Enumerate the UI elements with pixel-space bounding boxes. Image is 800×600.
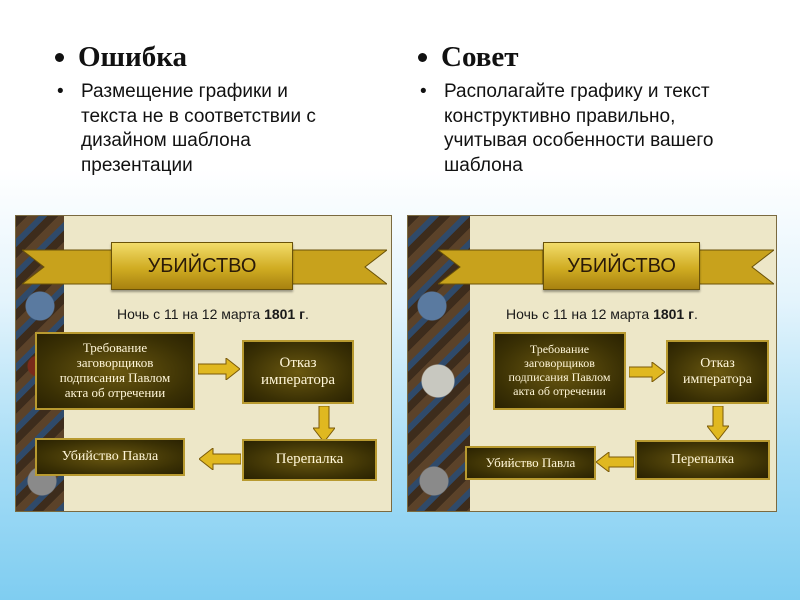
slide-title-banner: УБИЙСТВО <box>543 242 700 290</box>
error-line: дизайном шаблона <box>81 130 251 152</box>
box-murder: Убийство Павла <box>465 446 596 480</box>
bullet-icon: • <box>57 80 64 102</box>
bullet-icon: • <box>420 80 427 102</box>
error-column: Ошибка • Размещение графики и текста не … <box>55 41 385 179</box>
error-heading: Ошибка <box>55 41 385 74</box>
error-line: текста не в соответствии с <box>81 105 316 127</box>
ribbon-banner-icon <box>438 249 774 285</box>
arrow-right-icon <box>629 362 665 382</box>
box-quarrel: Перепалка <box>635 440 770 480</box>
slide-thumbnail-advice: УБИЙСТВО Ночь с 11 на 12 марта 1801 г. Т… <box>407 215 777 512</box>
advice-line: конструктивно правильно, <box>444 105 676 127</box>
advice-text: • Располагайте графику и текст конструкт… <box>418 80 778 179</box>
advice-column: Совет • Располагайте графику и текст кон… <box>418 41 778 179</box>
arrow-left-icon <box>199 448 241 470</box>
advice-heading: Совет <box>418 41 778 74</box>
slide-subtitle: Ночь с 11 на 12 марта 1801 г. <box>117 306 309 322</box>
box-demand: Требование заговорщиков подписания Павло… <box>35 332 195 410</box>
slide-title-banner: УБИЙСТВО <box>111 242 293 290</box>
error-line: презентации <box>81 154 193 176</box>
box-quarrel: Перепалка <box>242 439 377 481</box>
box-murder: Убийство Павла <box>35 438 185 476</box>
arrow-down-icon <box>313 406 335 442</box>
box-refusal: Отказ императора <box>666 340 769 404</box>
advice-line: шаблона <box>444 154 523 176</box>
arrow-left-icon <box>596 452 634 472</box>
error-text: • Размещение графики и текста не в соотв… <box>55 80 385 179</box>
box-demand: Требование заговорщиков подписания Павло… <box>493 332 626 410</box>
slide-thumbnail-error: УБИЙСТВО Ночь с 11 на 12 марта 1801 г. Т… <box>15 215 392 512</box>
arrow-right-icon <box>198 358 240 380</box>
error-line: Размещение графики и <box>81 80 288 102</box>
bullet-dot-icon <box>55 53 64 63</box>
arrow-down-icon <box>707 406 729 440</box>
advice-line: учитывая особенности вашего <box>444 130 714 152</box>
ribbon-banner-icon <box>22 249 387 285</box>
bullet-dot-icon <box>418 53 427 63</box>
slide-subtitle: Ночь с 11 на 12 марта 1801 г. <box>506 306 698 322</box>
box-refusal: Отказ императора <box>242 340 354 404</box>
advice-line: Располагайте графику и текст <box>444 80 710 102</box>
